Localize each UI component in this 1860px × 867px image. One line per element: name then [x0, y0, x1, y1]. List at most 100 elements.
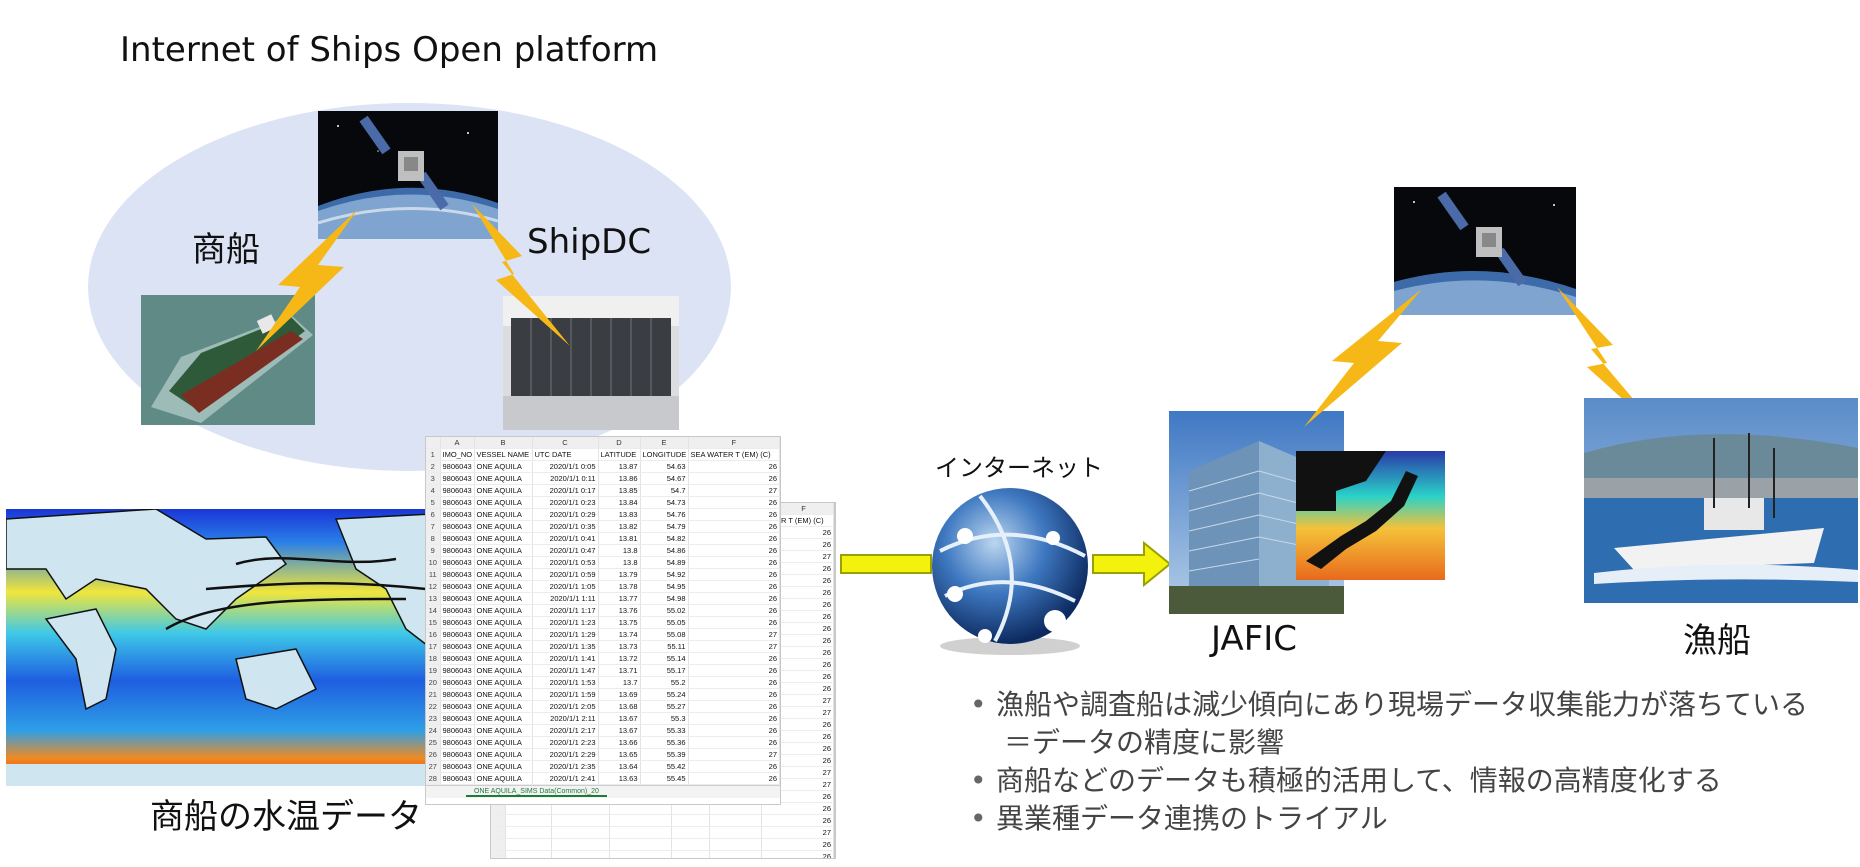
table-cell: 27 — [688, 628, 780, 641]
table-row: 26 — [774, 658, 834, 671]
table-cell: 55.2 — [640, 676, 689, 689]
table-cell: 13.63 — [598, 772, 641, 785]
table-cell: 2020/1/1 0:59 — [532, 568, 599, 581]
row-number: 6 — [426, 508, 441, 521]
table-cell: ONE AQUILA — [474, 712, 533, 725]
table-cell — [505, 838, 552, 851]
table-row: 27 — [774, 550, 834, 563]
table-cell: 54.63 — [640, 460, 689, 473]
table-cell: 13.73 — [598, 640, 641, 653]
merchant-ship-photo — [141, 295, 315, 425]
table-cell — [551, 850, 610, 858]
data-flow-arrow-right — [1092, 540, 1172, 588]
column-letter: A — [440, 437, 475, 449]
table-cell — [709, 802, 762, 815]
table-cell: 26 — [688, 616, 780, 629]
table-cell: 54.98 — [640, 592, 689, 605]
row-number — [491, 826, 506, 839]
sheet-tab[interactable]: ONE AQUILA_SIMS Data(Common)_20 — [466, 788, 607, 797]
globe-icon — [932, 488, 1088, 655]
bullet-list: •漁船や調査船は減少傾向にあり現場データ収集能力が落ちている ＝データの精度に影… — [970, 686, 1808, 838]
bullet-item: •漁船や調査船は減少傾向にあり現場データ収集能力が落ちている — [970, 688, 1809, 721]
table-cell: 2020/1/1 1:29 — [532, 628, 599, 641]
page-title: Internet of Ships Open platform — [120, 30, 659, 70]
table-cell: 54.67 — [640, 472, 689, 485]
table-cell: 9806043 — [440, 736, 475, 749]
satellite-image-left — [318, 111, 498, 239]
table-cell: 26 — [688, 496, 780, 509]
row-number: 8 — [426, 532, 441, 545]
table-cell — [505, 850, 552, 858]
bullet-item: •商船などのデータも積極的活用して、情報の高精度化する — [970, 764, 1722, 797]
table-cell: ONE AQUILA — [474, 568, 533, 581]
table-cell — [709, 826, 762, 839]
table-cell: 2020/1/1 2:41 — [532, 772, 599, 785]
table-cell: 2020/1/1 2:05 — [532, 700, 599, 713]
table-cell: 26 — [688, 532, 780, 545]
table-cell: 55.05 — [640, 616, 689, 629]
column-header: LONGITUDE — [640, 448, 689, 461]
table-row: 26 — [774, 586, 834, 599]
table-cell: 2020/1/1 1:11 — [532, 592, 599, 605]
table-cell: 13.81 — [598, 532, 641, 545]
table-cell: 9806043 — [440, 592, 475, 605]
column-letter: D — [598, 437, 641, 449]
table-row: 26 — [774, 526, 834, 539]
table-cell: 26 — [688, 568, 780, 581]
table-cell: 9806043 — [440, 568, 475, 581]
table-cell: 9806043 — [440, 760, 475, 773]
row-number: 3 — [426, 472, 441, 485]
table-row: 26 — [774, 754, 834, 767]
table-cell: 55.3 — [640, 712, 689, 725]
table-cell: 9806043 — [440, 556, 475, 569]
table-cell: 13.85 — [598, 484, 641, 497]
table-row: 27 — [774, 694, 834, 707]
column-letter: E — [640, 437, 689, 449]
table-cell: 54.86 — [640, 544, 689, 557]
table-cell: 9806043 — [440, 472, 475, 485]
table-cell: 13.76 — [598, 604, 641, 617]
table-cell: 9806043 — [440, 532, 475, 545]
shipdc-label: ShipDC — [527, 222, 652, 262]
table-cell: 13.64 — [598, 760, 641, 773]
row-number: 24 — [426, 724, 441, 737]
table-row: 26 — [774, 730, 834, 743]
table-cell: 26 — [688, 700, 780, 713]
table-cell: 2020/1/1 1:05 — [532, 580, 599, 593]
bullet-item: •異業種データ連携のトライアル — [970, 802, 1388, 835]
table-cell: 26 — [774, 838, 834, 851]
table-cell: 27 — [688, 748, 780, 761]
table-cell: 26 — [774, 598, 834, 611]
table-cell: ONE AQUILA — [474, 604, 533, 617]
table-cell: 26 — [688, 676, 780, 689]
table-cell: 27 — [688, 640, 780, 653]
table-row: 26 — [774, 538, 834, 551]
table-cell: 55.17 — [640, 664, 689, 677]
column-header: VESSEL NAME — [474, 448, 533, 461]
table-cell: 26 — [774, 562, 834, 575]
data-flow-arrow-left — [840, 554, 932, 574]
table-cell: 26 — [774, 718, 834, 731]
table-cell: 2020/1/1 0:11 — [532, 472, 599, 485]
table-cell: 2020/1/1 2:17 — [532, 724, 599, 737]
japan-sst-map — [1296, 451, 1445, 580]
column-header: UTC DATE — [532, 448, 599, 461]
table-row: 26 — [774, 682, 834, 695]
table-cell: 26 — [688, 508, 780, 521]
table-cell: 26 — [774, 586, 834, 599]
table-cell: 54.92 — [640, 568, 689, 581]
table-cell — [609, 838, 672, 851]
table-cell — [609, 814, 672, 827]
table-cell: 2020/1/1 0:29 — [532, 508, 599, 521]
table-cell: ONE AQUILA — [474, 496, 533, 509]
internet-label: インターネット — [935, 454, 1103, 482]
